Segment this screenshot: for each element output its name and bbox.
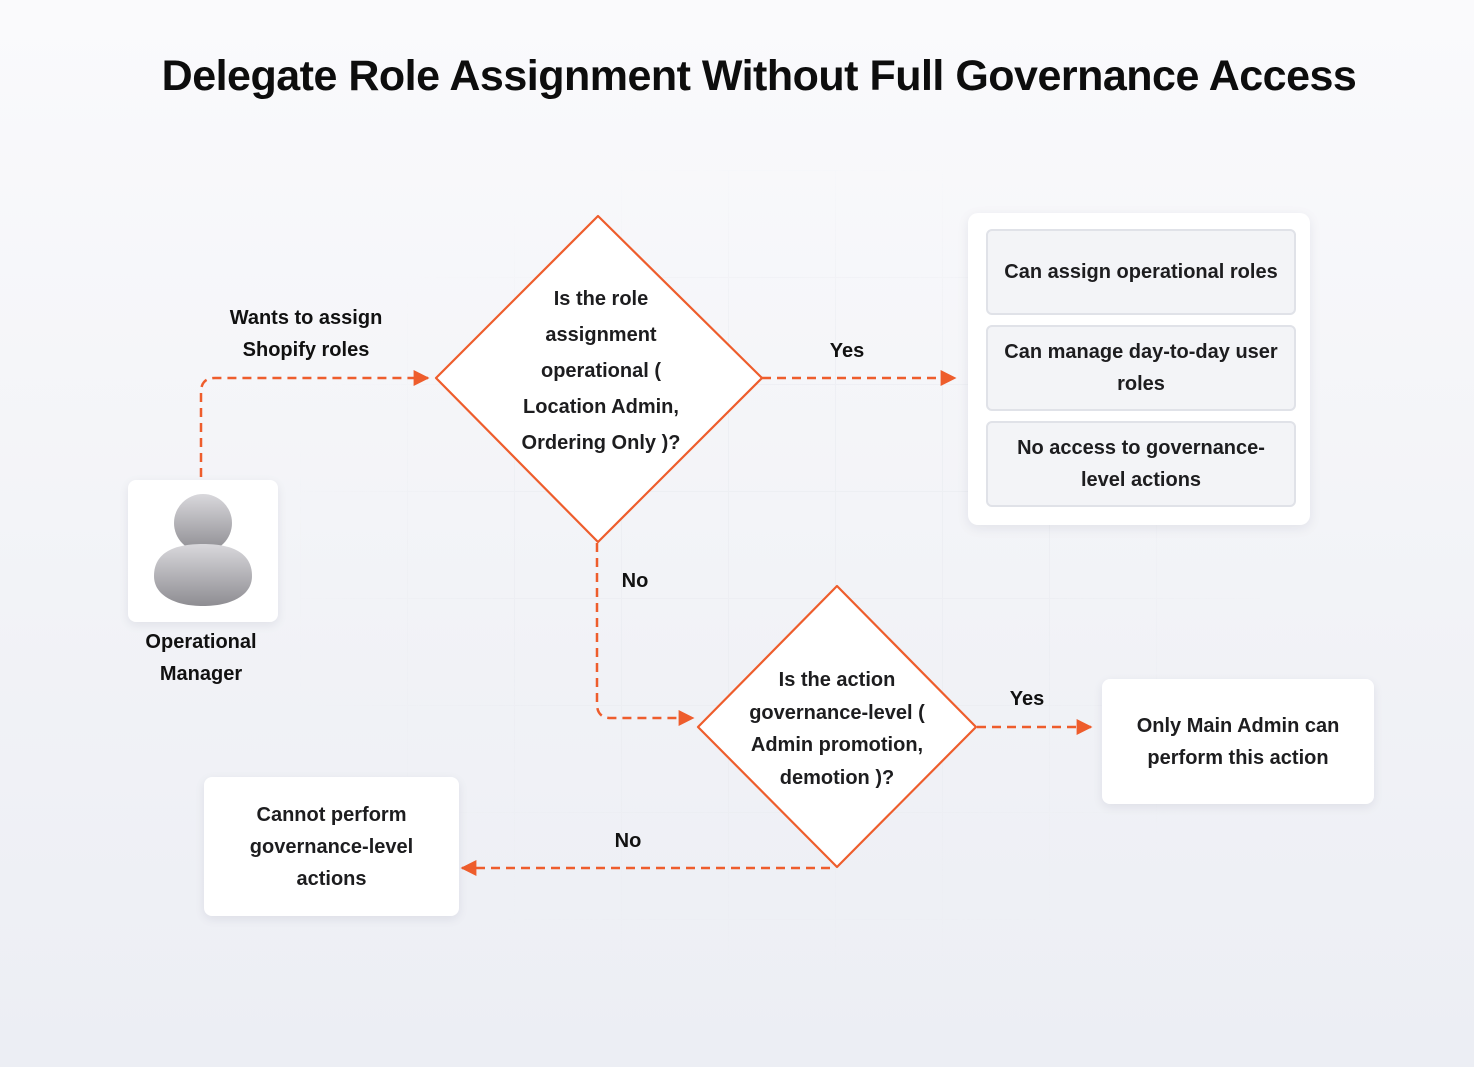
result-main-admin-card: Only Main Admin can perform this action: [1102, 679, 1374, 804]
actor-card: [128, 480, 278, 622]
decision1-diamond: [434, 214, 764, 544]
label-decision1-no: No: [621, 570, 649, 592]
label-decision2-no: No: [614, 830, 642, 852]
connector-actor-to-decision1: [199, 370, 430, 477]
decision2-text: Is the action governance-level ( Admin p…: [749, 669, 925, 789]
permission-item: Can manage day-to-day user roles: [986, 325, 1296, 411]
permissions-panel: Can assign operational roles Can manage …: [968, 213, 1310, 525]
permission-item: Can assign operational roles: [986, 229, 1296, 315]
decision2-diamond: [696, 584, 978, 869]
label-start: Wants to assign Shopify roles: [229, 307, 383, 361]
label-decision1-yes: Yes: [829, 340, 865, 362]
label-decision2-yes: Yes: [1009, 688, 1045, 710]
actor-name: Operational Manager: [145, 631, 257, 685]
person-icon: [154, 494, 252, 606]
result-cannot-perform-card: Cannot perform governance-level actions: [204, 777, 459, 916]
decision1-text: Is the role assignment operational ( Loc…: [521, 288, 681, 454]
diagram-title: Delegate Role Assignment Without Full Go…: [161, 52, 1357, 100]
connector-decision1-no: [595, 543, 695, 726]
permission-item: No access to governance-level actions: [986, 421, 1296, 507]
